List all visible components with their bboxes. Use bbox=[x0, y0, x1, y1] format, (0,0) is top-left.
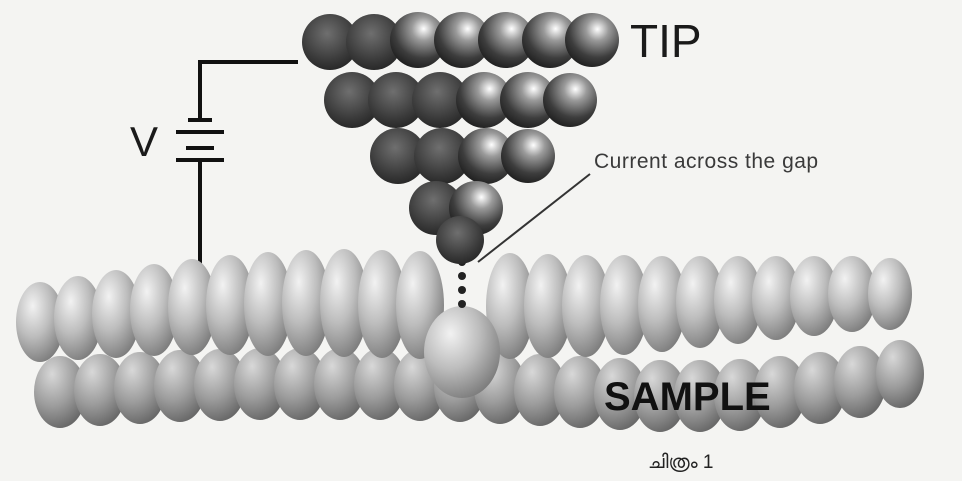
battery-icon bbox=[176, 120, 224, 160]
stm-tip bbox=[302, 12, 619, 264]
tip-apex-atom bbox=[436, 216, 484, 264]
sample-label: SAMPLE bbox=[604, 375, 771, 420]
figure-caption: ചിത്രം 1 bbox=[648, 452, 713, 474]
tip-label: TIP bbox=[630, 14, 702, 68]
circuit-wire-top bbox=[200, 62, 298, 120]
sample-surface bbox=[16, 249, 924, 432]
current-gap-label: Current across the gap bbox=[594, 150, 819, 174]
surface-atom-under-tip bbox=[424, 306, 500, 398]
voltage-label: V bbox=[130, 118, 158, 166]
